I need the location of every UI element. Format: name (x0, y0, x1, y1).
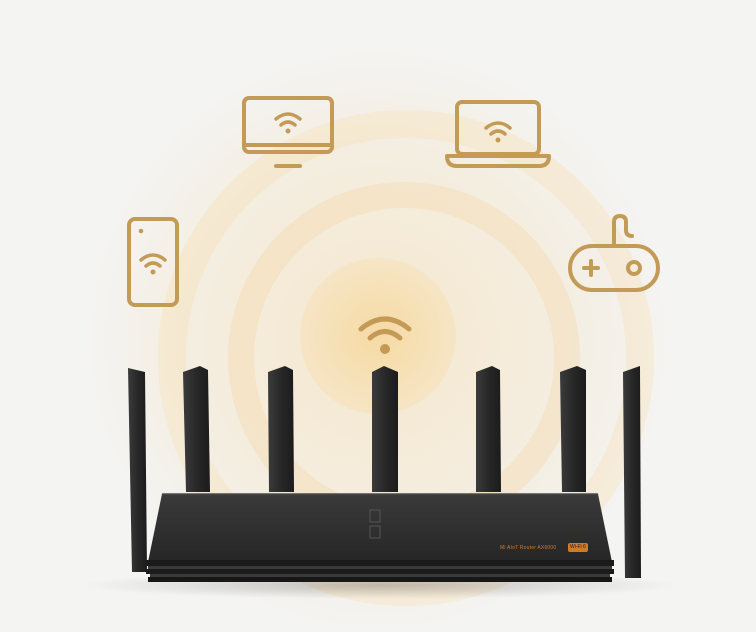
gamepad-icon (566, 212, 662, 296)
antenna-3 (268, 366, 294, 492)
monitor-wifi-icon (240, 95, 336, 173)
router-body (146, 493, 614, 582)
router-wifi-badge: Wi-Fi 6 (568, 543, 588, 552)
wifi-icon (356, 313, 414, 357)
router-model-label: Mi AIoT Router AX6000 (500, 545, 557, 551)
antenna-6 (560, 366, 586, 492)
antenna-4 (372, 366, 398, 492)
phone-wifi-icon (125, 216, 181, 310)
antenna-1 (128, 368, 147, 572)
antenna-5 (476, 366, 501, 492)
antenna-7 (623, 366, 641, 578)
antenna-2 (183, 366, 210, 492)
laptop-wifi-icon (443, 98, 553, 170)
